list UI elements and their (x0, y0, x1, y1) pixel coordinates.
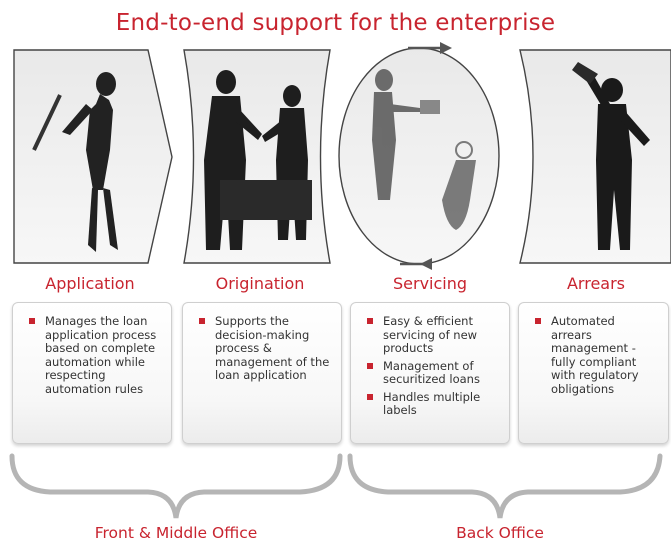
origination-panel (183, 49, 331, 264)
bullet-icon (199, 318, 205, 324)
handshake-silhouette-icon (204, 70, 312, 250)
list-item: Manages the loan application process bas… (23, 314, 161, 396)
list-item: Automated arrears management - fully com… (529, 314, 658, 396)
group-label-front-middle-office: Front & Middle Office (94, 524, 258, 542)
man-with-megaphone-silhouette-icon (572, 62, 650, 250)
back-office-brace (347, 453, 663, 519)
stage-label-application: Application (45, 274, 135, 293)
servicing-panel (338, 42, 500, 270)
card-application: Manages the loan application process bas… (12, 302, 172, 444)
list-item: Handles multiple labels (361, 390, 499, 418)
bullet-icon (367, 362, 373, 369)
application-panel (13, 49, 173, 264)
card-arrears: Automated arrears management - fully com… (518, 302, 669, 444)
woman-with-pen-silhouette-icon (32, 72, 118, 252)
page-title: End-to-end support for the enterprise (115, 10, 556, 36)
stage-label-servicing: Servicing (392, 274, 468, 293)
bullet-icon (535, 318, 541, 324)
list-item: Management of securitized loans (361, 359, 499, 387)
stage-label-arrears: Arrears (566, 274, 626, 293)
list-item: Easy & efficient servicing of new produc… (361, 314, 499, 356)
arrowhead-left-icon (420, 258, 432, 270)
arrowhead-right-icon (440, 42, 452, 54)
arrears-panel (519, 49, 671, 264)
bullet-icon (367, 393, 373, 400)
bullet-icon (367, 318, 373, 324)
list-item: Supports the decision-making process & m… (193, 314, 331, 383)
stage-label-origination: Origination (215, 274, 305, 293)
front-middle-office-brace (9, 453, 343, 519)
bullet-icon (29, 318, 35, 324)
woman-watering-plant-silhouette-icon (372, 69, 476, 230)
group-label-back-office: Back Office (456, 524, 544, 542)
card-origination: Supports the decision-making process & m… (182, 302, 342, 444)
card-servicing: Easy & efficient servicing of new produc… (350, 302, 510, 444)
